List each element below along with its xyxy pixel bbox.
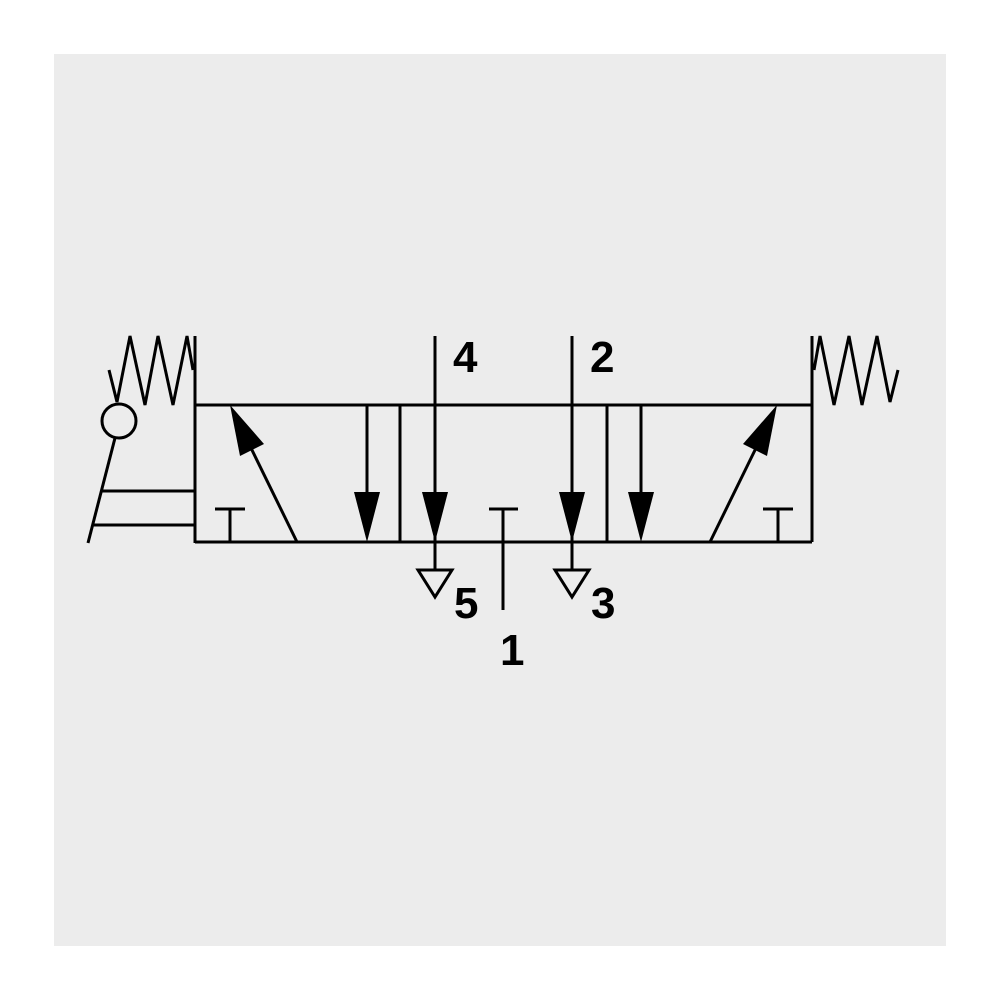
exhaust-3-triangle-icon — [552, 568, 592, 600]
port-4-label: 4 — [453, 333, 478, 382]
right-diagonal-flow-arrow-icon — [708, 405, 777, 543]
port-2-label: 2 — [590, 333, 614, 382]
right-blocked-port-icon — [763, 507, 793, 542]
exhaust-5-triangle-icon — [415, 568, 455, 600]
left-down-flow-arrow-icon — [354, 405, 380, 542]
left-diagonal-flow-arrow-icon — [230, 405, 299, 543]
port-1-label: 1 — [500, 626, 524, 675]
diagram-background — [54, 54, 946, 946]
left-manual-lever-icon — [86, 402, 195, 544]
left-spring-icon — [107, 335, 195, 406]
right-spring-icon — [812, 335, 900, 406]
left-blocked-port-icon — [215, 507, 245, 542]
port-1-blocked-icon — [489, 507, 518, 610]
port-3-label: 3 — [591, 579, 615, 628]
port-2-flow-arrow-icon — [559, 336, 585, 570]
port-4-flow-arrow-icon — [422, 336, 448, 570]
port-5-label: 5 — [454, 579, 478, 628]
right-down-flow-arrow-icon — [628, 405, 654, 542]
